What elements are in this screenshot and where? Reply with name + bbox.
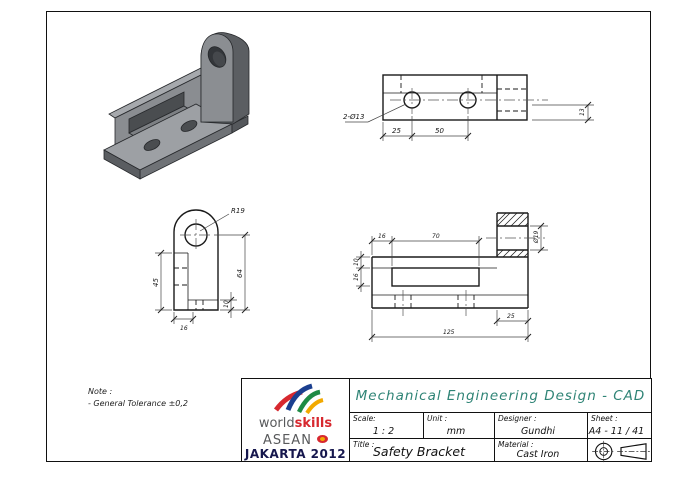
dim-13: 13 (579, 108, 586, 116)
projection-symbol-icon (592, 440, 650, 463)
designer-label: Designer : (498, 414, 537, 423)
dim-dia19: Ø19 (533, 230, 540, 244)
lug-view: R19 45 64 10 16 (152, 207, 250, 332)
unit-cell: Unit : mm (424, 413, 495, 438)
dim-16-side: 16 (378, 233, 386, 240)
designer-value: Gundhi (520, 426, 556, 437)
sheet-cell: Sheet : A4 - 11 / 41 (588, 413, 651, 438)
dim-50-top: 50 (435, 127, 444, 135)
worldskills-swoosh-icon (273, 383, 324, 414)
logo-skills: skills (294, 415, 333, 431)
title-block: worldskills ASEAN JAKARTA 2012 Mechanica… (241, 378, 652, 463)
side-view: 16 70 10 16 Ø19 25 125 (353, 212, 548, 342)
note-block: Note : - General Tolerance ±0,2 (88, 386, 188, 410)
iso-hole-2 (180, 120, 198, 132)
designer-cell: Designer : Gundhi (495, 413, 588, 438)
logo-asean-line: ASEAN (262, 431, 329, 448)
dim-r19: R19 (231, 207, 245, 215)
drawing-header: Mechanical Engineering Design - CAD (350, 379, 651, 413)
projection-cell (588, 439, 651, 463)
hatch-bottom-block (496, 249, 529, 258)
material-cell: Material : Cast Iron (495, 439, 588, 461)
unit-value: mm (446, 426, 466, 437)
dim-10-lug: 10 (223, 300, 230, 308)
dim-64: 64 (236, 269, 244, 278)
top-view: 2-Ø13 25 50 13 (343, 74, 594, 141)
dim-25-top: 25 (392, 127, 401, 135)
lug-outline (173, 209, 219, 311)
slot-outline (391, 267, 480, 287)
note-title: Note : (88, 387, 113, 396)
iso-flange-right-end (231, 115, 249, 134)
asean-badge-icon (317, 435, 329, 444)
logo-asean: ASEAN (262, 432, 312, 448)
material-label: Material : (498, 440, 534, 449)
dim-45: 45 (152, 278, 160, 287)
sheet-value: A4 - 11 / 41 (588, 426, 645, 437)
material-value: Cast Iron (516, 449, 560, 460)
scale-value: 1 : 2 (372, 426, 395, 437)
dim-16b-side: 16 (353, 273, 360, 281)
unit-label: Unit : (427, 414, 448, 423)
logo-event: JAKARTA 2012 (244, 446, 347, 461)
dim-125-side: 125 (443, 329, 455, 336)
title-label: Title : (353, 440, 375, 449)
logo-cell: worldskills ASEAN JAKARTA 2012 (242, 379, 350, 461)
dim-16-lug: 16 (180, 325, 188, 332)
logo-world: world (258, 415, 295, 431)
iso-flange-left-end (103, 149, 141, 180)
logo-worldskills: worldskills (259, 414, 332, 431)
title-value: Safety Bracket (372, 444, 466, 459)
scale-cell: Scale: 1 : 2 (350, 413, 424, 438)
dim-25-side: 25 (507, 313, 515, 320)
title-cell: Title : Safety Bracket (350, 439, 495, 461)
iso-hole-1 (143, 139, 161, 151)
dim-70-side: 70 (432, 233, 440, 240)
top-view-outline (382, 74, 528, 121)
isometric-view (103, 32, 250, 180)
dim-10-side: 10 (353, 258, 360, 266)
note-line: - General Tolerance ±0,2 (88, 399, 188, 408)
scale-label: Scale: (353, 414, 376, 423)
sheet-label: Sheet : (591, 414, 618, 423)
iso-boss-hole-inner (212, 51, 226, 67)
dim-2xd13: 2-Ø13 (343, 113, 364, 121)
hatch-top-block (496, 212, 529, 227)
